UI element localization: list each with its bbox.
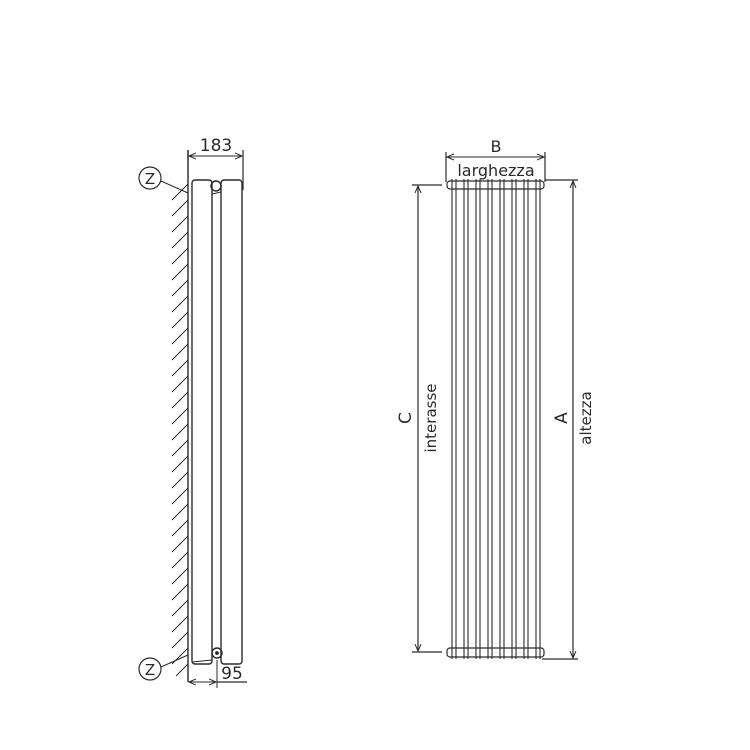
bottom-collector bbox=[446, 647, 545, 658]
center-label: interasse bbox=[422, 383, 440, 452]
top-collector bbox=[446, 180, 545, 190]
rear-tube bbox=[220, 179, 243, 665]
width-label: larghezza bbox=[457, 161, 534, 180]
front-tube bbox=[191, 179, 213, 665]
side-view bbox=[138, 150, 247, 688]
height-label: altezza bbox=[577, 391, 595, 444]
center-letter: C bbox=[396, 412, 416, 424]
width-letter: B bbox=[491, 137, 502, 156]
bracket-callout-bottom-icon bbox=[138, 657, 162, 681]
bracket-label-top: Z bbox=[145, 170, 155, 188]
bracket-callout-top-icon bbox=[138, 166, 162, 190]
wall-hatching bbox=[171, 183, 189, 677]
front-view bbox=[412, 152, 578, 660]
bottom-connector-icon bbox=[211, 647, 223, 659]
offset-dim-value: 95 bbox=[221, 664, 243, 684]
top-connector-icon bbox=[210, 180, 222, 192]
vertical-tubes bbox=[451, 179, 541, 659]
bracket-label-bottom: Z bbox=[145, 661, 155, 679]
height-letter: A bbox=[552, 412, 572, 424]
depth-dim-value: 183 bbox=[200, 136, 232, 156]
